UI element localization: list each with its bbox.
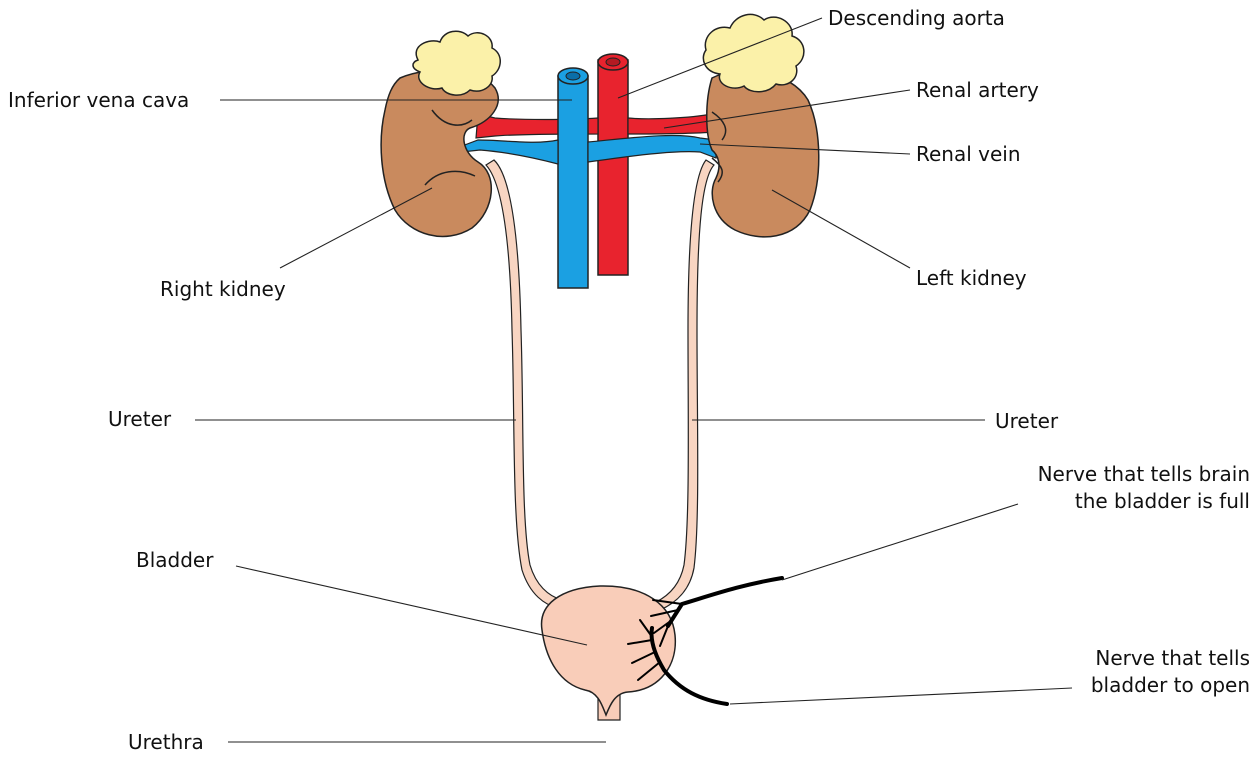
label-renal-artery: Renal artery	[916, 78, 1039, 102]
left-kidney	[707, 71, 819, 237]
leader-nerve-full	[782, 504, 1018, 580]
leader-right-kidney	[280, 188, 432, 268]
label-ureter-right: Ureter	[108, 407, 171, 431]
inferior-vena-cava	[558, 76, 588, 288]
label-urethra: Urethra	[128, 730, 204, 754]
label-left-kidney: Left kidney	[916, 266, 1027, 290]
label-nerve-full-line2: the bladder is full	[1075, 489, 1250, 513]
label-nerve-open-line1: Nerve that tells	[1095, 646, 1250, 670]
label-right-kidney: Right kidney	[160, 277, 286, 301]
right-kidney	[381, 70, 498, 236]
left-renal-artery	[628, 114, 714, 134]
vena-cava-lumen	[566, 72, 580, 80]
aorta-lumen	[606, 58, 620, 66]
label-bladder: Bladder	[136, 548, 213, 572]
label-nerve-full-line1: Nerve that tells brain	[1038, 462, 1250, 486]
right-ureter	[486, 160, 562, 608]
label-ureter-left: Ureter	[995, 409, 1058, 433]
label-renal-vein: Renal vein	[916, 142, 1021, 166]
leader-nerve-open	[730, 688, 1072, 704]
label-inferior-vena-cava: Inferior vena cava	[8, 88, 189, 112]
label-nerve-open-line2: bladder to open	[1091, 673, 1250, 697]
left-ureter	[656, 160, 714, 610]
right-adrenal-gland	[413, 31, 500, 95]
descending-aorta	[598, 60, 628, 275]
label-descending-aorta: Descending aorta	[828, 6, 1005, 30]
